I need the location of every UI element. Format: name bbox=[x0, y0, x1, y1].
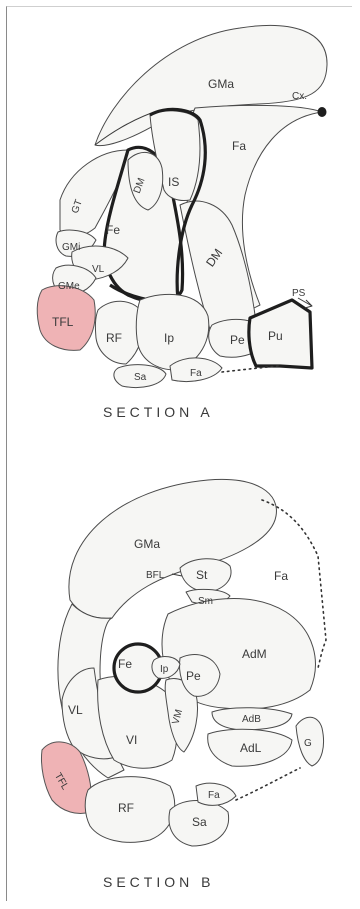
region-b-fa-dotted bbox=[261, 499, 327, 669]
section-b: GMa BFL St Fa Sm AdM Fe Ip Pe VL VM VI A… bbox=[41, 478, 327, 890]
label-a-fa-bottom: Fa bbox=[190, 368, 202, 379]
label-b-fe: Fe bbox=[118, 657, 132, 671]
label-a-fe: Fe bbox=[106, 223, 120, 237]
label-a-gt: GT bbox=[70, 198, 85, 215]
label-a-cx: Cx. bbox=[292, 91, 307, 102]
region-a-rf bbox=[94, 300, 144, 365]
label-b-pe: Pe bbox=[186, 669, 201, 683]
label-a-is: IS bbox=[168, 175, 179, 189]
region-b-dotted-line bbox=[235, 767, 301, 801]
label-b-vi: VI bbox=[126, 733, 137, 747]
region-a-cx-dot bbox=[317, 107, 327, 117]
region-b-rf bbox=[84, 776, 176, 843]
label-b-sa: Sa bbox=[192, 815, 207, 829]
label-b-gma: GMa bbox=[134, 537, 160, 551]
section-b-caption: SECTION B bbox=[103, 874, 214, 890]
label-b-adl: AdL bbox=[240, 741, 262, 755]
label-a-ip: Ip bbox=[164, 331, 174, 345]
region-b-bfl-pointer bbox=[171, 573, 183, 577]
label-b-ip: Ip bbox=[160, 664, 169, 675]
region-a-pu bbox=[247, 298, 314, 370]
region-a-tfl bbox=[36, 285, 96, 351]
label-b-bfl: BFL bbox=[146, 570, 165, 581]
label-a-gmi: GMi bbox=[62, 242, 80, 253]
label-b-g: G bbox=[304, 738, 312, 749]
label-a-dm-small: DM bbox=[132, 177, 148, 195]
label-a-tfl: TFL bbox=[52, 315, 74, 329]
section-a: GMa Cx. Fa IS DM GT Fe DM GMi VL GMe TFL… bbox=[36, 24, 328, 420]
region-a-ps-arrow bbox=[297, 297, 313, 309]
region-a-dotted-line bbox=[221, 365, 279, 373]
label-a-rf: RF bbox=[106, 331, 122, 345]
label-a-gme: GMe bbox=[58, 281, 80, 292]
label-b-st: St bbox=[196, 568, 208, 582]
label-b-fa: Fa bbox=[274, 569, 288, 583]
region-b-adl bbox=[207, 728, 293, 767]
region-b-gma bbox=[68, 478, 277, 619]
label-a-gma: GMa bbox=[208, 77, 234, 91]
region-a-dm-small bbox=[127, 152, 164, 211]
label-b-adb: AdB bbox=[242, 714, 261, 725]
label-b-vl: VL bbox=[68, 703, 83, 717]
label-b-fa-small: Fa bbox=[208, 790, 220, 801]
region-b-ip bbox=[151, 656, 181, 679]
figure-frame bbox=[6, 6, 352, 901]
section-a-caption: SECTION A bbox=[103, 404, 214, 420]
region-a-sa bbox=[113, 364, 167, 388]
region-b-adb bbox=[211, 707, 293, 731]
label-a-ps: PS bbox=[292, 288, 306, 299]
label-b-vm: VM bbox=[171, 708, 186, 725]
label-b-adm: AdM bbox=[242, 647, 267, 661]
label-a-pe: Pe bbox=[230, 333, 245, 347]
region-b-pe bbox=[179, 654, 221, 697]
label-a-pu: Pu bbox=[268, 329, 283, 343]
label-b-sm: Sm bbox=[198, 596, 213, 607]
region-b-fa-small bbox=[195, 782, 237, 806]
label-b-rf: RF bbox=[118, 801, 134, 815]
label-a-fa-top: Fa bbox=[232, 139, 246, 153]
label-a-sa: Sa bbox=[134, 372, 147, 383]
region-a-fa-small bbox=[169, 357, 223, 382]
region-a-dm-long bbox=[179, 200, 259, 346]
region-b-g bbox=[295, 716, 325, 767]
region-b-st bbox=[179, 558, 232, 593]
label-a-vl: VL bbox=[92, 264, 105, 275]
